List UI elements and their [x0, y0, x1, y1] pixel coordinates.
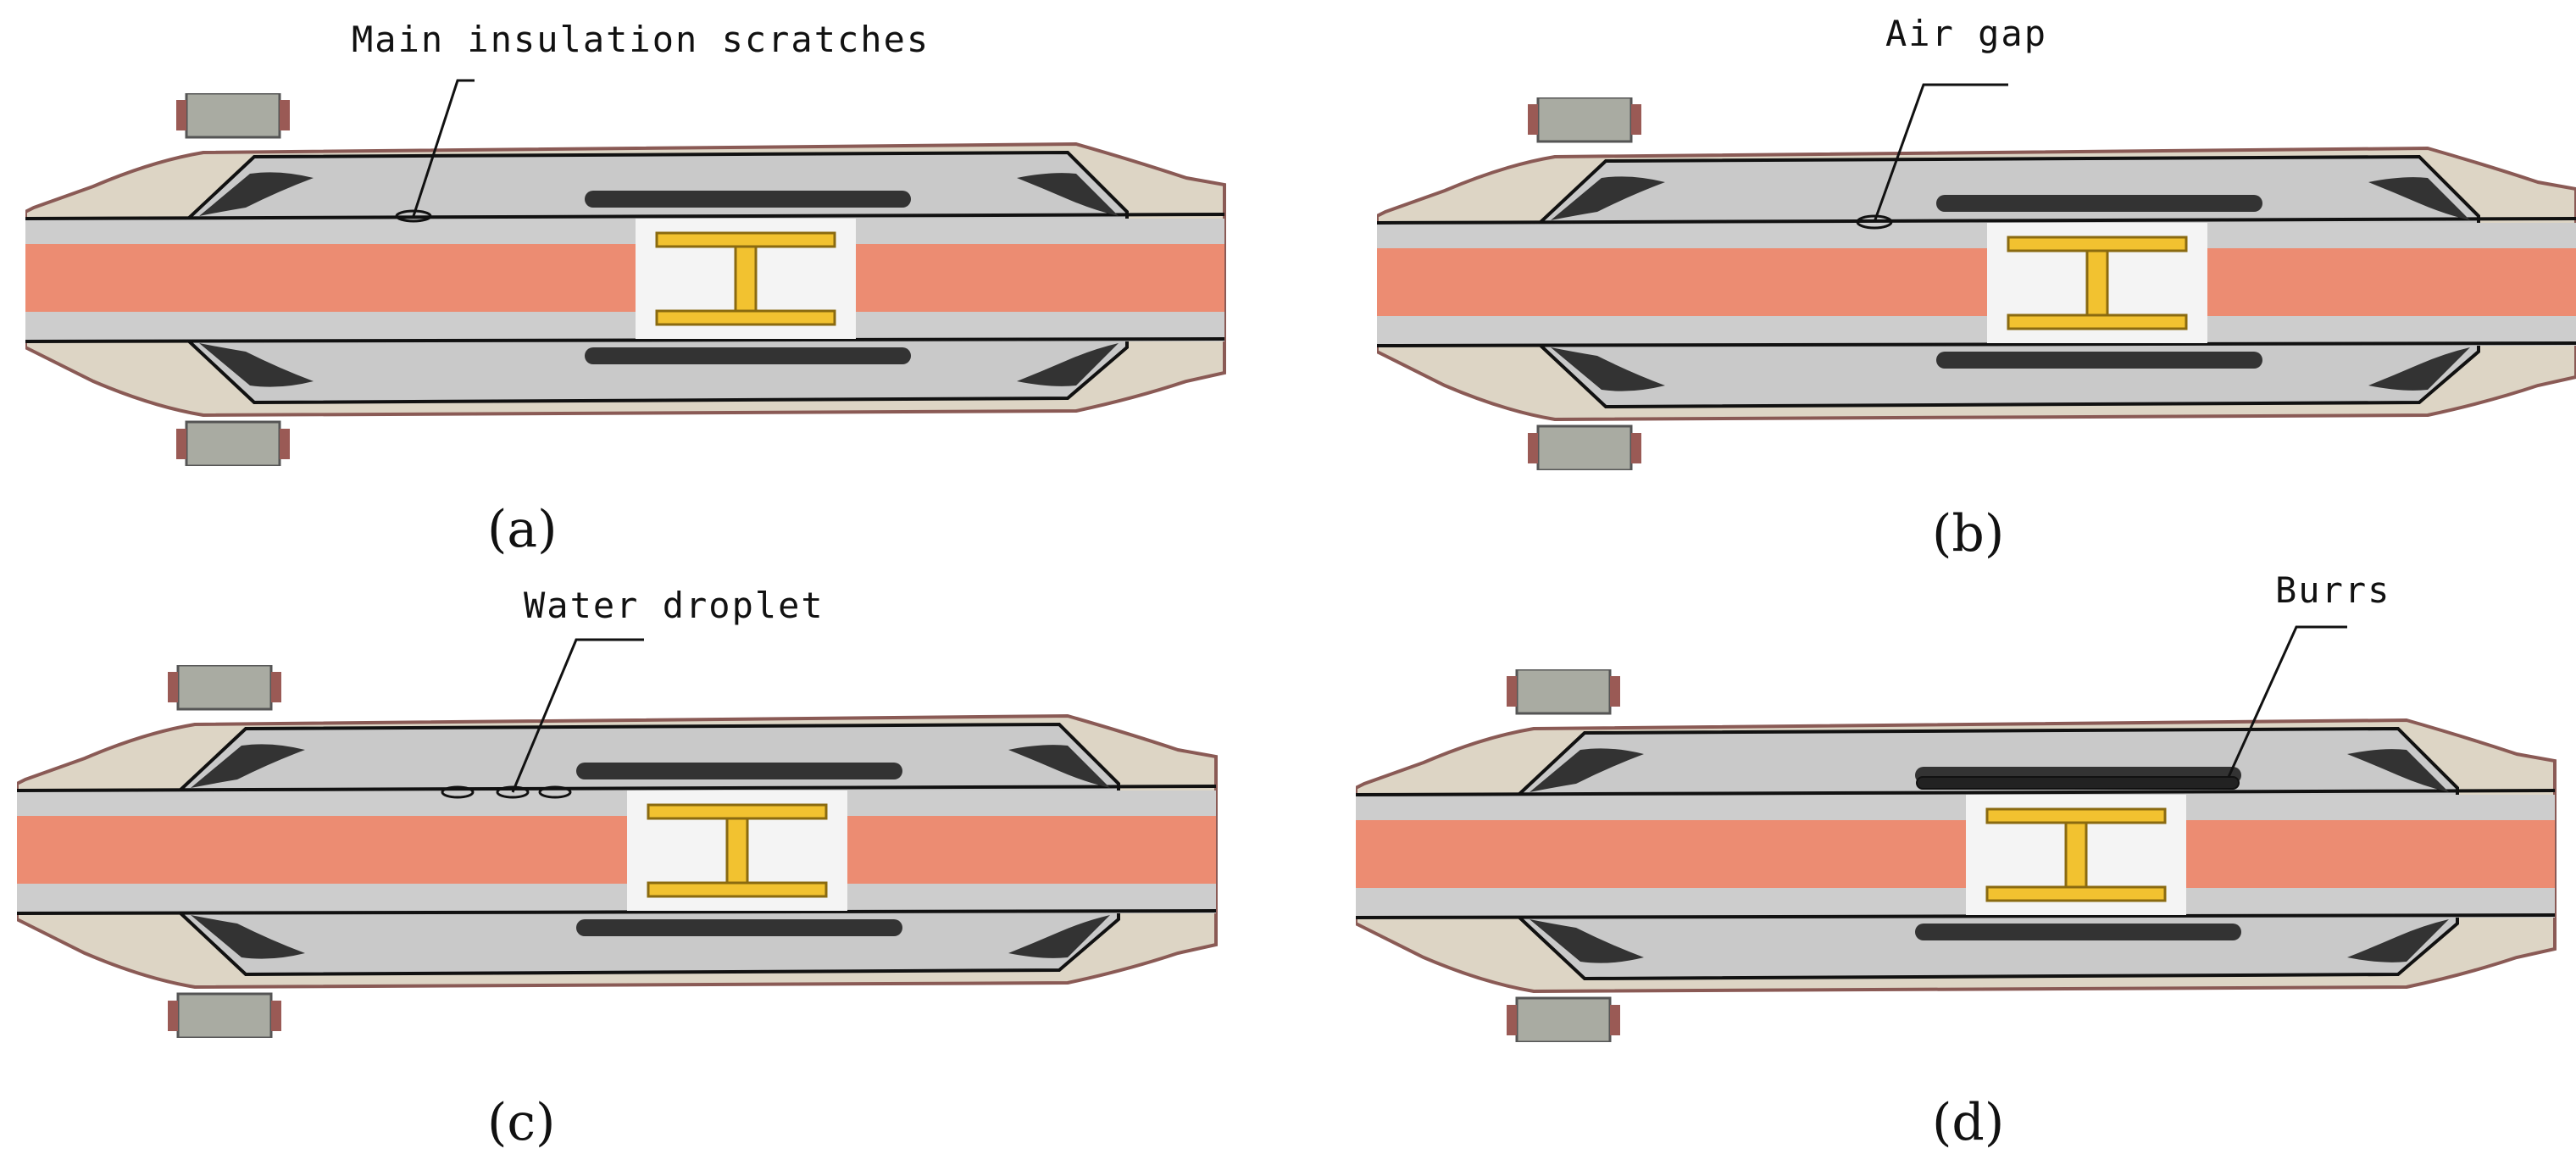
callout-main-insulation-scratches: Main insulation scratches	[352, 19, 930, 60]
leader-line-a	[412, 79, 475, 217]
defect-air-gap-marker	[1856, 214, 1893, 230]
callout-burrs: Burrs	[2275, 569, 2391, 611]
defect-water-droplet-marker	[538, 785, 572, 799]
caption-d: (d)	[1932, 1093, 2005, 1152]
defect-water-droplet-marker	[496, 785, 530, 799]
defect-burrs-marker	[1916, 776, 2240, 790]
caption-b: (b)	[1932, 504, 2005, 563]
defect-scratch-marker	[395, 209, 432, 223]
leader-line-b	[1873, 83, 2008, 223]
caption-a: (a)	[487, 500, 558, 559]
callout-water-droplet: Water droplet	[524, 585, 824, 626]
leader-line-c	[511, 638, 644, 793]
defect-water-droplet-marker	[441, 785, 475, 799]
caption-c: (c)	[487, 1093, 556, 1152]
leader-line-d	[2227, 625, 2347, 778]
callout-air-gap: Air gap	[1885, 13, 2048, 54]
